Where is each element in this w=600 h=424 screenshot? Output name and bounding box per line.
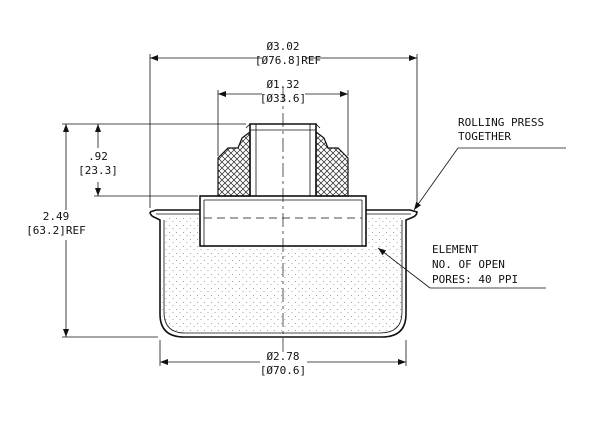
foam-element [162, 218, 403, 333]
dim-height-fitting-line1: .92 [88, 150, 108, 163]
callout-element-line3: PORES: 40 PPI [432, 273, 518, 286]
dim-bottom [159, 340, 407, 366]
housing [149, 209, 418, 338]
fitting-section [217, 123, 349, 197]
dim-height-fitting [94, 123, 246, 197]
dim-bottom-line2: [Ø70.6] [260, 364, 306, 377]
callout-rolling-leader [413, 147, 566, 211]
dim-height-total-line2: [63.2]REF [26, 224, 86, 237]
dim-top-inner [217, 90, 349, 156]
callout-element-leader [377, 247, 546, 289]
callout-rolling-line2: TOGETHER [458, 130, 511, 143]
dim-top-outer-line1: Ø3.02 [266, 40, 299, 53]
callout-rolling-line1: ROLLING PRESS [458, 116, 544, 129]
dim-top-inner-line1: Ø1.32 [266, 78, 299, 91]
callout-element-line2: NO. OF OPEN [432, 258, 505, 271]
dim-height-total [62, 123, 158, 338]
dim-height-total-line1: 2.49 [43, 210, 70, 223]
dim-bottom-line1: Ø2.78 [266, 350, 299, 363]
dim-top-inner-line2: [Ø33.6] [260, 92, 306, 105]
dim-top-outer-line2: [Ø76.8]REF [255, 54, 321, 67]
dim-top-outer [149, 54, 418, 208]
callout-element-line1: ELEMENT [432, 243, 479, 256]
dim-height-fitting-line2: [23.3] [78, 164, 118, 177]
